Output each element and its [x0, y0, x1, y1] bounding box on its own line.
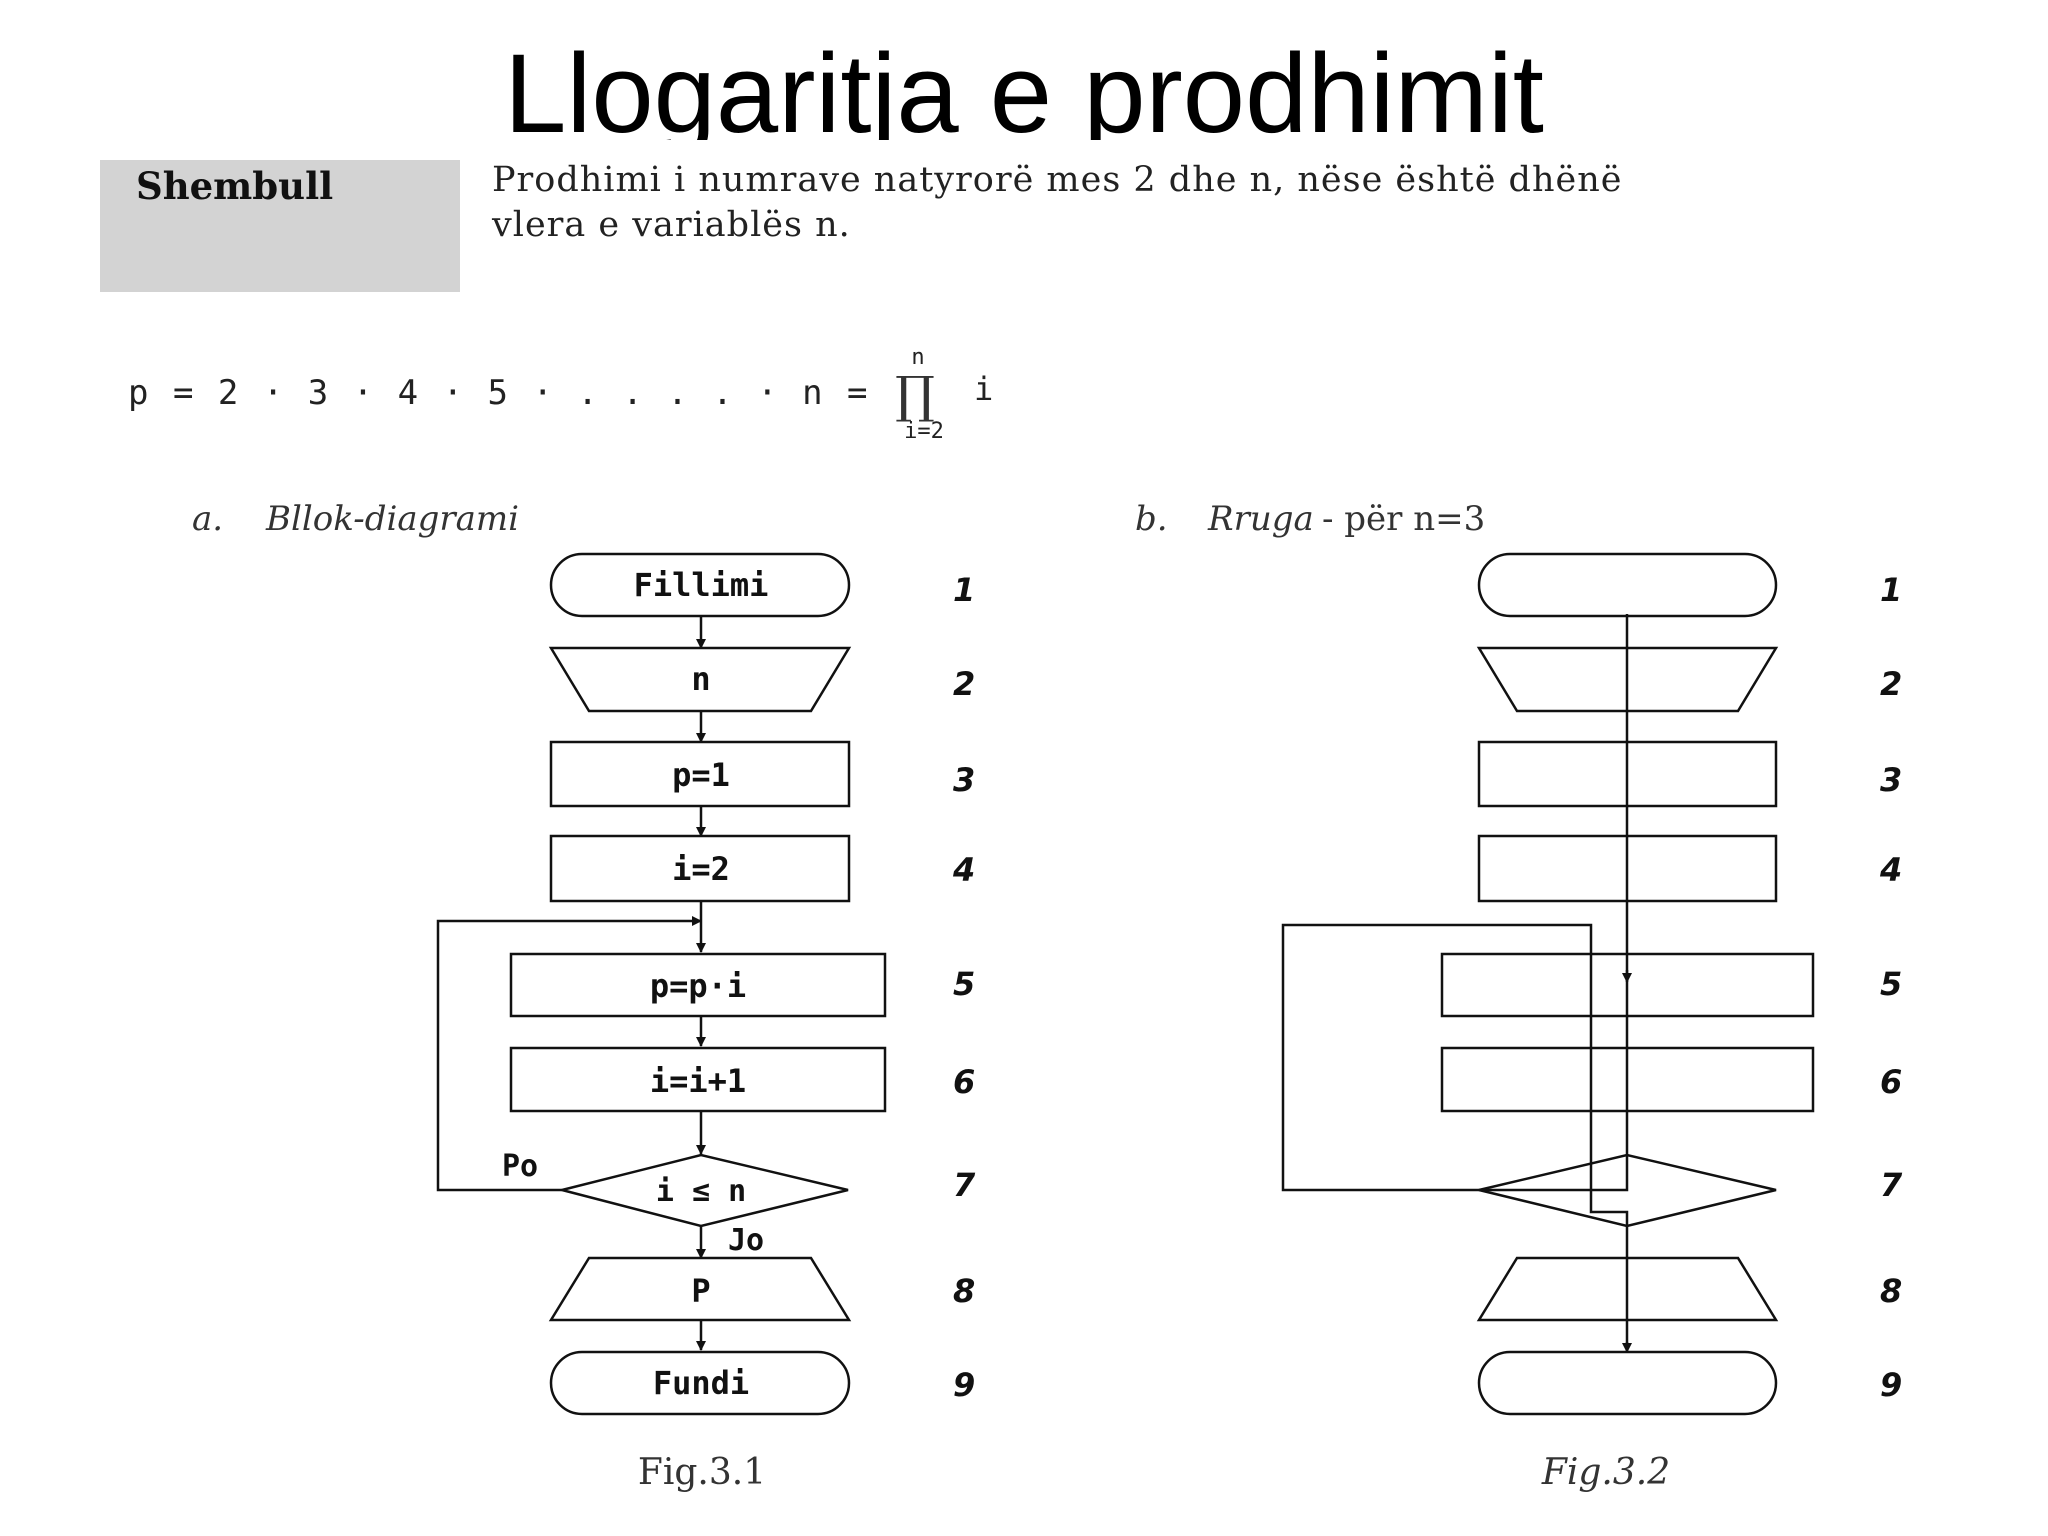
- step-number-b-6: 6: [1880, 1063, 1902, 1101]
- figure-b-caption-letter: b.: [1135, 499, 1168, 539]
- branch-no-label: Jo: [728, 1223, 764, 1258]
- process-i-init-label: i=2: [672, 850, 730, 888]
- figure-b-caption: b. Rruga - për n=3: [1135, 499, 1485, 539]
- step-number-b-2: 2: [1880, 665, 1902, 703]
- title-area: Llogaritja e prodhimit: [0, 0, 2048, 140]
- process-multiply: [509, 952, 887, 1018]
- formula-term: i: [974, 370, 993, 408]
- input-n-node: [548, 646, 852, 713]
- loop-back-connector: [436, 916, 702, 1192]
- step-number-b-5: 5: [1880, 965, 1902, 1003]
- step-number-b-4: 4: [1879, 851, 1902, 889]
- end-label: Fundi: [653, 1364, 749, 1402]
- branch-yes-label: Po: [502, 1149, 538, 1184]
- process-p-init: [549, 740, 851, 808]
- figure-b-caption-text: Rruga: [1207, 499, 1314, 539]
- figure-b-caption-suffix: - për n=3: [1322, 499, 1485, 539]
- end-terminal: [549, 1350, 851, 1416]
- step-number-b-7: 7: [1880, 1166, 1903, 1204]
- decision-node: [561, 1153, 849, 1228]
- product-formula: p = 2 · 3 · 4 · 5 · . . . . · n = ∏ n i=…: [128, 345, 993, 444]
- example-label: Shembull: [136, 164, 334, 208]
- formula-lower-limit: i=2: [904, 419, 944, 444]
- step-number-a-4: 4: [952, 851, 975, 889]
- figure-a-caption: a. Bllok-diagrami: [192, 499, 519, 539]
- formula-upper-limit: n: [911, 345, 924, 370]
- formula-lhs: p = 2 · 3 · 4 · 5 · . . . . · n =: [128, 373, 870, 413]
- product-symbol: ∏: [895, 366, 935, 424]
- figure-a-label: Fig.3.1: [638, 1452, 766, 1493]
- output-p-label: P: [691, 1272, 710, 1310]
- step-number-b-9: 9: [1880, 1366, 1902, 1404]
- process-i-init: [549, 834, 851, 903]
- input-n-label: n: [691, 660, 710, 698]
- slide-title: Llogaritja e prodhimit: [504, 31, 1544, 140]
- step-number-a-3: 3: [953, 761, 975, 799]
- start-label: Fillimi: [634, 566, 769, 604]
- start-terminal: [549, 552, 851, 618]
- example-label-box: Shembull: [100, 160, 460, 292]
- step-number-a-1: 1: [953, 571, 975, 609]
- output-p-node: [548, 1256, 852, 1322]
- figure-b-label: Fig.3.2: [1541, 1452, 1670, 1493]
- step-number-a-6: 6: [953, 1063, 975, 1101]
- problem-statement-line-2: vlera e variablës n.: [492, 205, 851, 245]
- flowchart-a: Fillimi n p=1 i=2 p=p·i i=i+1 i ≤ n Po J…: [436, 552, 976, 1493]
- path-end-terminal: [1477, 1350, 1778, 1416]
- step-number-a-9: 9: [953, 1366, 975, 1404]
- figure-a-caption-text: Bllok-diagrami: [265, 499, 519, 539]
- figure-a-caption-letter: a.: [192, 499, 223, 539]
- decision-label: i ≤ n: [656, 1174, 746, 1209]
- process-p-init-label: p=1: [672, 756, 730, 794]
- problem-statement-line-1: Prodhimi i numrave natyrorë mes 2 dhe n,…: [492, 160, 1623, 200]
- step-number-b-8: 8: [1880, 1272, 1902, 1310]
- process-increment-label: i=i+1: [650, 1062, 746, 1100]
- step-number-b-1: 1: [1880, 571, 1902, 609]
- path-start-terminal: [1477, 552, 1778, 618]
- process-multiply-label: p=p·i: [650, 967, 746, 1005]
- step-number-a-7: 7: [953, 1166, 976, 1204]
- process-increment: [509, 1046, 887, 1113]
- step-number-b-3: 3: [1880, 761, 1902, 799]
- execution-path-trace: [1281, 614, 1629, 1350]
- step-number-a-2: 2: [953, 665, 975, 703]
- flowchart-b: 1 2 3 4 5 6 7 8 9 Fig.3.2: [1281, 552, 1903, 1493]
- step-number-a-5: 5: [953, 965, 975, 1003]
- step-number-a-8: 8: [953, 1272, 975, 1310]
